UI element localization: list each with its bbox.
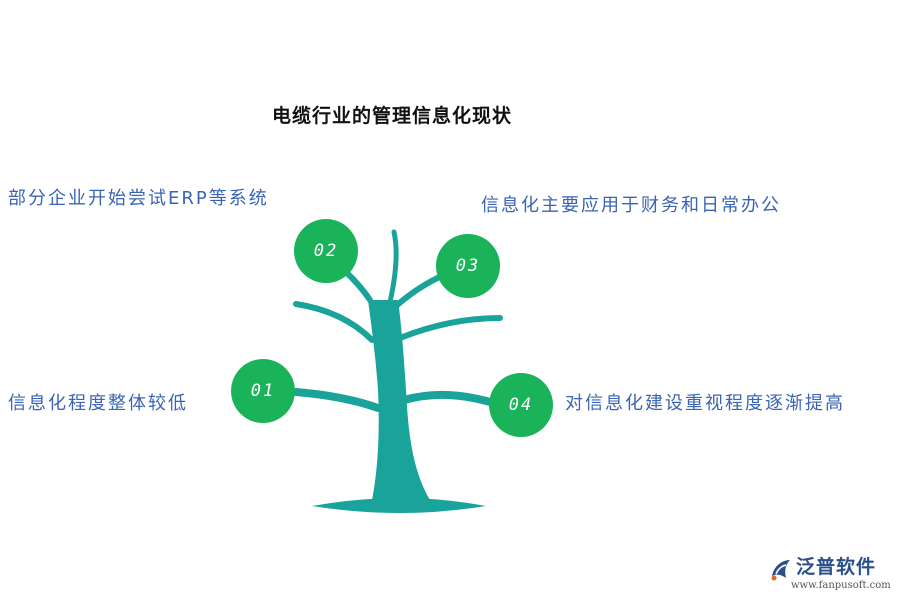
node-02-number: 02 [313,241,339,261]
node-04-number: 04 [508,395,534,415]
brand-logo: 泛普软件 www.fanpusoft.com [766,552,894,596]
node-01: 01 [231,359,295,423]
label-02: 部分企业开始尝试ERP等系统 [8,188,269,209]
branch-left-low [292,388,382,412]
label-03: 信息化主要应用于财务和日常办公 [481,195,781,216]
branch-right-top [393,272,447,309]
tree-base [312,498,486,513]
node-01-number: 01 [250,381,276,401]
brand-name: 泛普软件 [796,556,877,578]
tree-trunk [368,300,430,500]
brand-url: www.fanpusoft.com [791,580,891,591]
page-title: 电缆行业的管理信息化现状 [272,105,513,127]
branch-right-mid [397,315,503,341]
node-03: 03 [436,234,500,298]
node-02: 02 [294,219,358,283]
node-04: 04 [489,373,553,437]
label-01: 信息化程度整体较低 [8,393,188,414]
branch-center-top [387,229,399,305]
brand-mark-icon [771,560,790,581]
branch-left-mid [293,301,375,343]
branch-right-low [400,390,494,406]
label-04: 对信息化建设重视程度逐渐提高 [565,393,845,414]
node-03-number: 03 [455,256,481,276]
